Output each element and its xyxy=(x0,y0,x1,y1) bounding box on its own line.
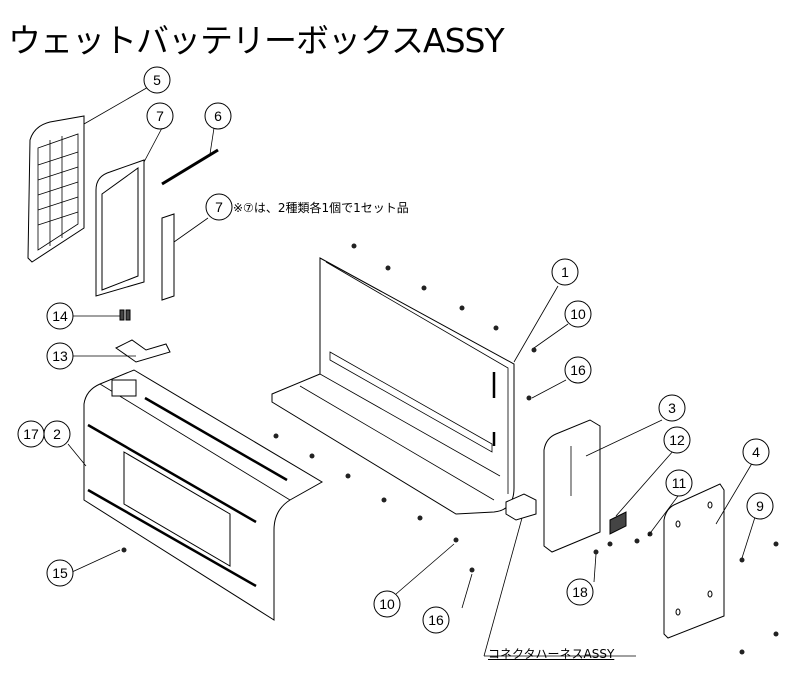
callout-4: 4 xyxy=(742,438,770,466)
svg-text:16: 16 xyxy=(570,362,586,378)
part-6-rod xyxy=(161,148,219,186)
callout-18: 18 xyxy=(566,578,594,606)
callout-10b: 10 xyxy=(373,590,401,618)
svg-text:17: 17 xyxy=(23,426,39,442)
callout-3: 3 xyxy=(658,394,686,422)
callout-7b: 7 xyxy=(205,193,233,221)
svg-text:1: 1 xyxy=(561,264,569,280)
svg-text:10: 10 xyxy=(570,306,586,322)
part-3-panel xyxy=(543,419,601,553)
part-2-front-cover xyxy=(83,369,323,621)
part-5-filter-frame xyxy=(27,115,85,263)
svg-text:6: 6 xyxy=(214,108,222,124)
part-1-box-body xyxy=(271,257,515,515)
callout-1: 1 xyxy=(551,258,579,286)
svg-text:5: 5 xyxy=(153,72,161,88)
callout-16b: 16 xyxy=(422,606,450,634)
svg-text:9: 9 xyxy=(756,498,764,514)
callout-2: 2 xyxy=(43,420,71,448)
svg-text:13: 13 xyxy=(52,348,68,364)
svg-text:10: 10 xyxy=(379,596,395,612)
part-13-bracket xyxy=(115,339,171,363)
svg-text:7: 7 xyxy=(215,199,223,215)
leader-lines xyxy=(67,85,757,657)
screws xyxy=(121,243,779,655)
callout-16a: 16 xyxy=(564,356,592,384)
svg-text:18: 18 xyxy=(572,584,588,600)
callout-15: 15 xyxy=(46,559,74,587)
svg-text:7: 7 xyxy=(156,108,164,124)
connector-harness xyxy=(505,493,537,521)
callout-12: 12 xyxy=(663,426,691,454)
svg-text:12: 12 xyxy=(669,432,685,448)
callout-5: 5 xyxy=(143,66,171,94)
svg-text:14: 14 xyxy=(52,308,68,324)
svg-text:2: 2 xyxy=(53,426,61,442)
callout-14: 14 xyxy=(46,302,74,330)
svg-text:11: 11 xyxy=(672,475,687,491)
callout-13: 13 xyxy=(46,342,74,370)
part-14-pins xyxy=(119,309,131,321)
callout-6: 6 xyxy=(204,102,232,130)
part-7-seal-strip xyxy=(161,213,175,301)
svg-text:15: 15 xyxy=(52,565,68,581)
svg-text:3: 3 xyxy=(668,400,676,416)
part-7-seal-frame xyxy=(95,159,145,297)
set-note: ※⑦は、2種類各1個で1セット品 xyxy=(233,201,409,215)
svg-text:16: 16 xyxy=(428,612,444,628)
part-4-lid xyxy=(663,483,725,639)
callout-11: 11 xyxy=(665,469,693,497)
callout-9: 9 xyxy=(746,492,774,520)
callout-10a: 10 xyxy=(564,300,592,328)
diagram-title: ウェットバッテリーボックスASSY xyxy=(8,21,505,60)
callout-7a: 7 xyxy=(146,102,174,130)
part-12-grommet xyxy=(609,511,627,535)
connector-harness-label: コネクタハーネスASSY xyxy=(488,647,615,661)
svg-text:4: 4 xyxy=(752,444,760,460)
callout-17: 17 xyxy=(17,420,45,448)
